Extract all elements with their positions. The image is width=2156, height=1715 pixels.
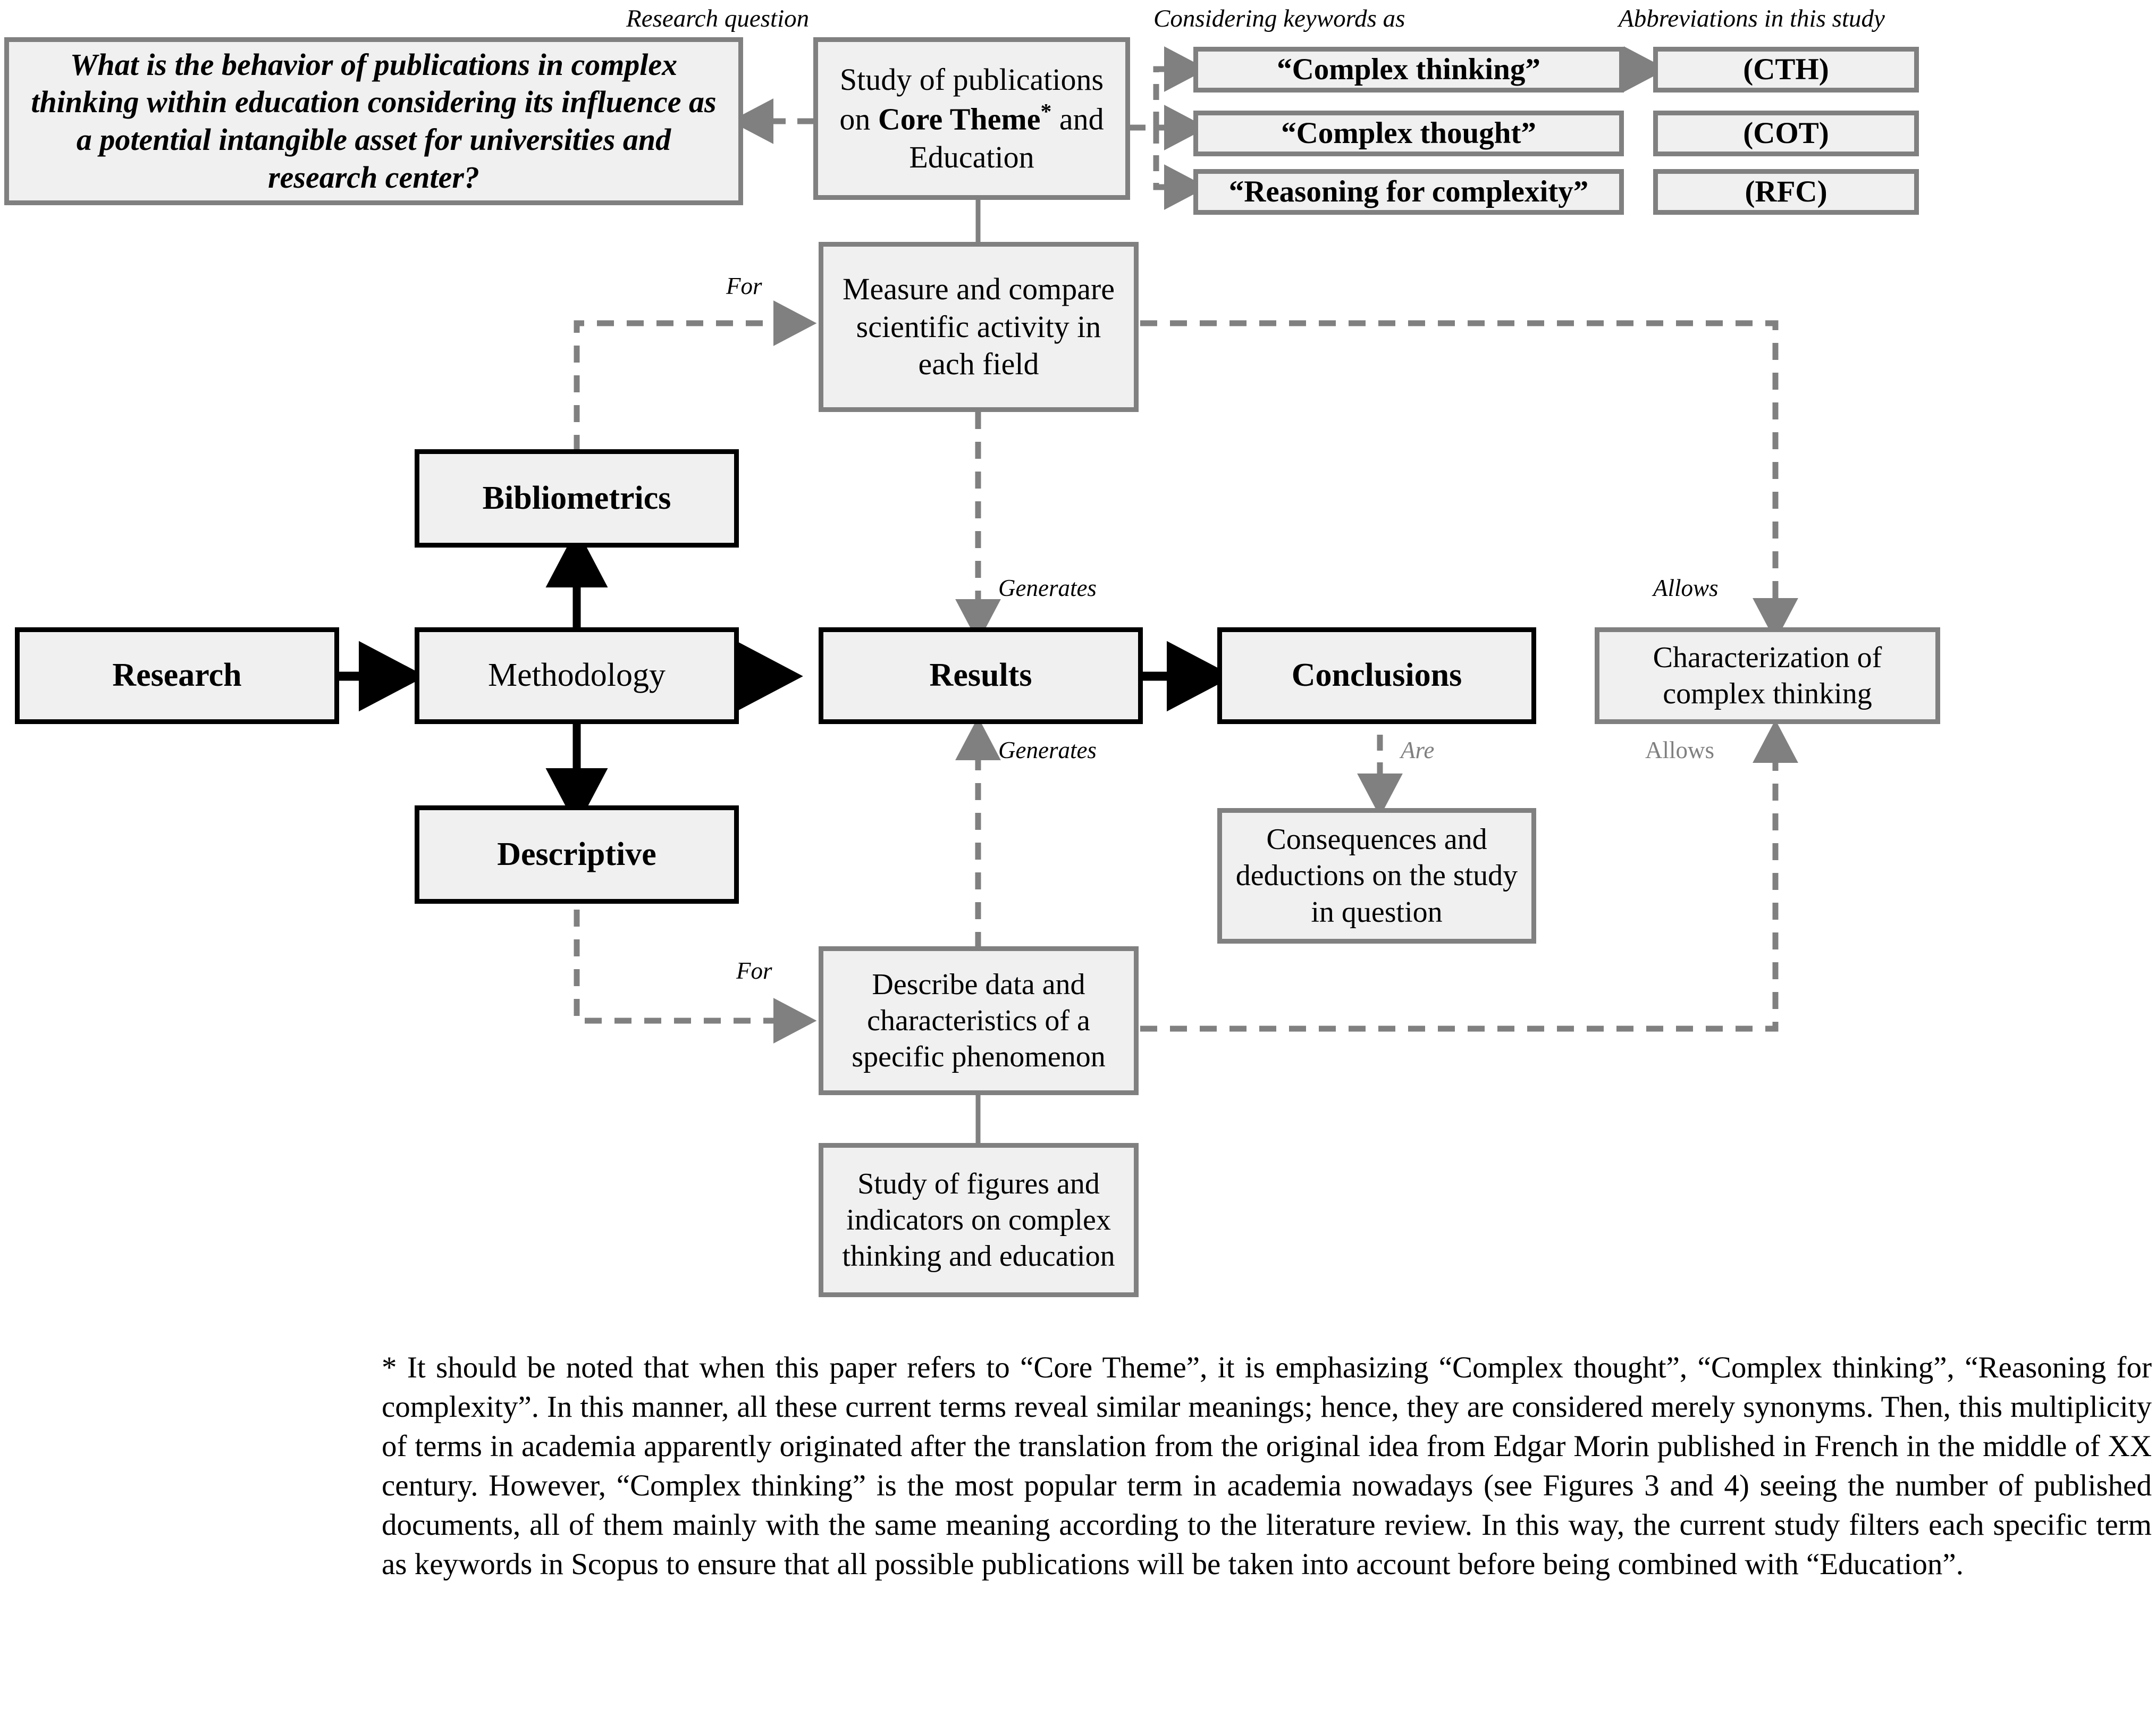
- descriptive-box: Descriptive: [415, 805, 739, 904]
- study-of-figures-box: Study of figures and indicators on compl…: [819, 1143, 1139, 1297]
- edge-label-are: Are: [1401, 737, 1435, 763]
- study-core-theme: Core Theme: [878, 102, 1041, 137]
- edge-bibliometrics-to-measure: [574, 300, 817, 452]
- study-asterisk: *: [1040, 99, 1052, 124]
- results-box: Results: [819, 627, 1143, 724]
- keyword-box-complex-thinking: “Complex thinking”: [1193, 47, 1624, 93]
- conclusions-box: Conclusions: [1217, 627, 1536, 724]
- methodology-box: Methodology: [415, 627, 739, 724]
- header-considering-keywords: Considering keywords as: [1153, 5, 1405, 32]
- abbrev-box-cot: (COT): [1653, 111, 1919, 156]
- edge-label-for-top: For: [726, 273, 762, 299]
- study-of-publications-text: Study of publications on Core Theme* and…: [818, 61, 1125, 176]
- characterization-box: Characterization of complex thinking: [1595, 627, 1940, 724]
- header-abbreviations: Abbreviations in this study: [1619, 5, 1885, 32]
- edge-study-to-keywords: [1130, 46, 1208, 210]
- edge-label-allows-top: Allows: [1653, 575, 1719, 601]
- measure-and-compare-box: Measure and compare scientific activity …: [819, 242, 1139, 412]
- edge-label-generates-bottom: Generates: [998, 737, 1097, 763]
- study-of-publications-box: Study of publications on Core Theme* and…: [813, 37, 1130, 200]
- abbrev-box-rfc: (RFC): [1653, 169, 1919, 215]
- study-pre: Study of publications on: [839, 62, 1104, 137]
- research-question-box: What is the behavior of publications in …: [4, 37, 743, 205]
- study-post: and Education: [909, 102, 1104, 174]
- edge-label-for-bottom: For: [736, 957, 772, 984]
- keyword-box-reasoning-for-complexity: “Reasoning for complexity”: [1193, 169, 1624, 215]
- research-box: Research: [15, 627, 339, 724]
- edge-label-generates-top: Generates: [998, 575, 1097, 601]
- edge-label-allows-bottom: Allows: [1645, 737, 1715, 763]
- header-research-question: Research question: [626, 5, 810, 32]
- keyword-box-complex-thought: “Complex thought”: [1193, 111, 1624, 156]
- consequences-box: Consequences and deductions on the study…: [1217, 808, 1536, 944]
- describe-data-box: Describe data and characteristics of a s…: [819, 946, 1139, 1095]
- footnote-text: * It should be noted that when this pape…: [382, 1351, 2152, 1582]
- bibliometrics-box: Bibliometrics: [415, 449, 739, 548]
- abbrev-box-cth: (CTH): [1653, 47, 1919, 93]
